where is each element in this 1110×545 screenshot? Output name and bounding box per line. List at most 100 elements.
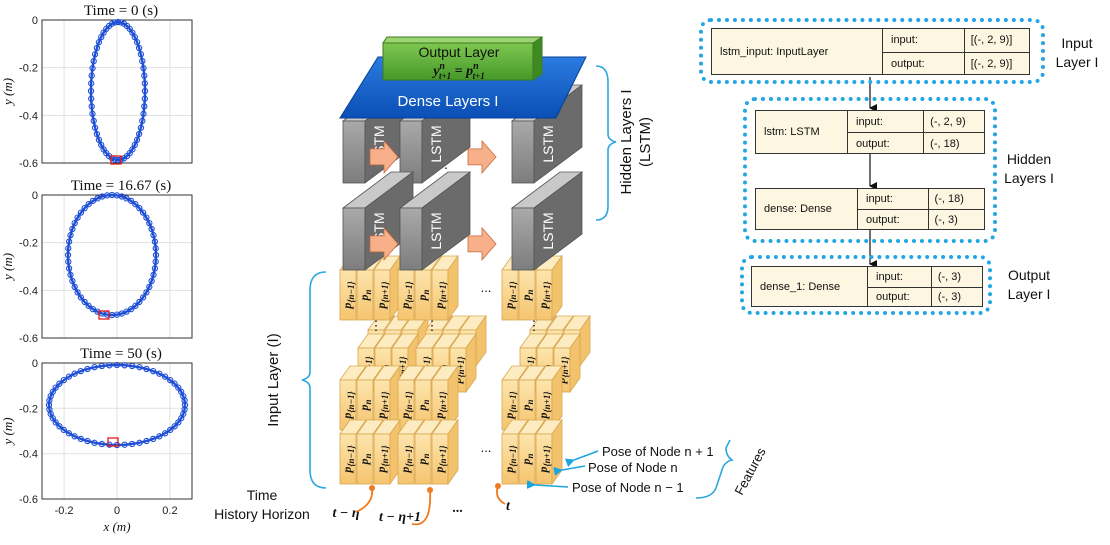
trajectory-point [98,440,106,448]
plot-title: Time = 50 (s) [80,346,162,362]
cell-label-sub: {n−1} [346,391,356,413]
trajectory-point [81,298,88,306]
y-tick-label: -0.6 [19,158,38,170]
trajectory-point [132,302,139,309]
dense-layer-label: Dense Layers I [398,93,499,110]
y-tick-label: -0.4 [19,449,38,461]
lstm-side [421,171,471,271]
cell-label-sub: {n+1} [456,356,466,378]
trajectory-point [114,18,122,26]
group-label-line: Output [1007,267,1051,283]
trajectory-point [84,365,91,373]
keras-node-lstm-input[interactable]: lstm_input: InputLayer input:[(-, 2, 9)]… [711,28,1030,75]
trajectory-point [150,435,157,443]
trajectory-point [117,19,125,26]
trajectory-point [139,209,147,216]
trajectory-point [133,39,141,46]
keras-node-dense-1[interactable]: dense_1: Dense input:(-, 3) output:(-, 3… [751,266,983,307]
trajectory-point [137,124,145,131]
history-horizon-label: History Horizon [214,506,310,522]
lstm-recurrent-arrow [467,226,497,261]
cell-label: p{n+1} [432,281,448,310]
lstm-block: LSTM [467,171,584,271]
cell-front [339,433,357,485]
trajectory-point [88,72,95,79]
cell-label: p{n−1} [502,391,518,420]
keras-node-lstm[interactable]: lstm: LSTM input:(-, 2, 9) output:(-, 18… [755,110,985,154]
cell-label-sub: n [421,289,431,294]
y-tick-label: -0.6 [19,333,38,345]
output-layer-group [740,255,992,315]
cell-label-sub: {n+1} [398,356,408,378]
cell-label-base: p [502,303,516,310]
trajectory-point [113,361,121,369]
cell-label: pn [519,289,535,301]
x-tick-label: -0.2 [55,505,74,517]
cell-label-sub: {n+1} [438,391,448,413]
ellipsis: ... [481,280,492,295]
time-step-label: t − η [332,506,359,521]
y-tick-label: -0.2 [19,63,38,75]
group-label-line: Layers I [1004,170,1054,186]
io-key: output: [858,210,929,230]
cell-label-base: p [502,413,516,420]
cell-label-sub: {n+1} [542,281,552,303]
io-key: input: [848,111,925,132]
trajectory-point [113,441,121,449]
trajectory-point [95,39,103,46]
cell-label: p{n+1} [374,281,390,310]
input-cell-row: p{n−1}pnp{n+1} [339,418,401,486]
trajectory-point [60,426,67,434]
trajectory-point [98,141,105,149]
features-label: Features [731,445,769,498]
time-step-label: t − η+1 [379,510,421,525]
trajectory-point [88,103,95,110]
lstm-label: LSTM [540,212,556,249]
io-value: [(-, 2, 9)] [970,57,1013,70]
cell-label-base: p [340,303,354,310]
cell-label: p{n−1} [502,445,518,474]
trajectory-curve [66,193,158,317]
trajectory-point [143,365,150,373]
cell-label-base: p [340,413,354,420]
cell-label-base: p [519,295,533,302]
lstm-front [342,207,366,271]
cell-label-sub: {n+1} [380,445,390,467]
trajectory-point [89,110,96,117]
trajectory-point [171,380,178,387]
group-label-line: Layer I [1007,286,1051,302]
cell-label-base: p [432,466,446,473]
cell-front [356,433,374,485]
trajectory-point [108,20,116,27]
cell-label-sub: {n−1} [346,281,356,303]
trajectory-point [135,130,143,138]
cell-label: p{n−1} [340,391,356,420]
time-step-label: t [506,499,511,514]
cell-label-base: p [398,303,412,310]
cell-label-base: p [374,466,388,473]
hidden-layers-sublabel: (LSTM) [637,117,654,167]
trajectory-point [123,195,130,202]
trajectory-point [67,271,74,278]
input-cell-row: p{n−1}pnp{n+1} [501,364,563,432]
trajectory-point [141,87,149,95]
trajectory-point [127,305,135,313]
io-value: (-, 2, 9) [930,115,966,128]
cell-label: p{n−1} [340,281,356,310]
cell-label-sub: {n−1} [346,445,356,467]
input-cell-row: p{n−1}pnp{n+1} [397,364,459,432]
trajectory-point [143,289,150,296]
cell-label-base: p [398,467,412,474]
trajectory-point [77,435,84,443]
y-tick-label: -0.4 [19,285,38,297]
cell-label-sub: n [421,399,431,404]
trajectory-point [121,441,128,448]
keras-node-dense[interactable]: dense: Dense input:(-, 18) output:(-, 3) [755,188,985,230]
cell-front [501,433,519,485]
trajectory-point [71,370,78,377]
trajectory-point [71,283,78,291]
lstm-front [399,207,423,271]
tracked-node-marker [107,437,119,447]
